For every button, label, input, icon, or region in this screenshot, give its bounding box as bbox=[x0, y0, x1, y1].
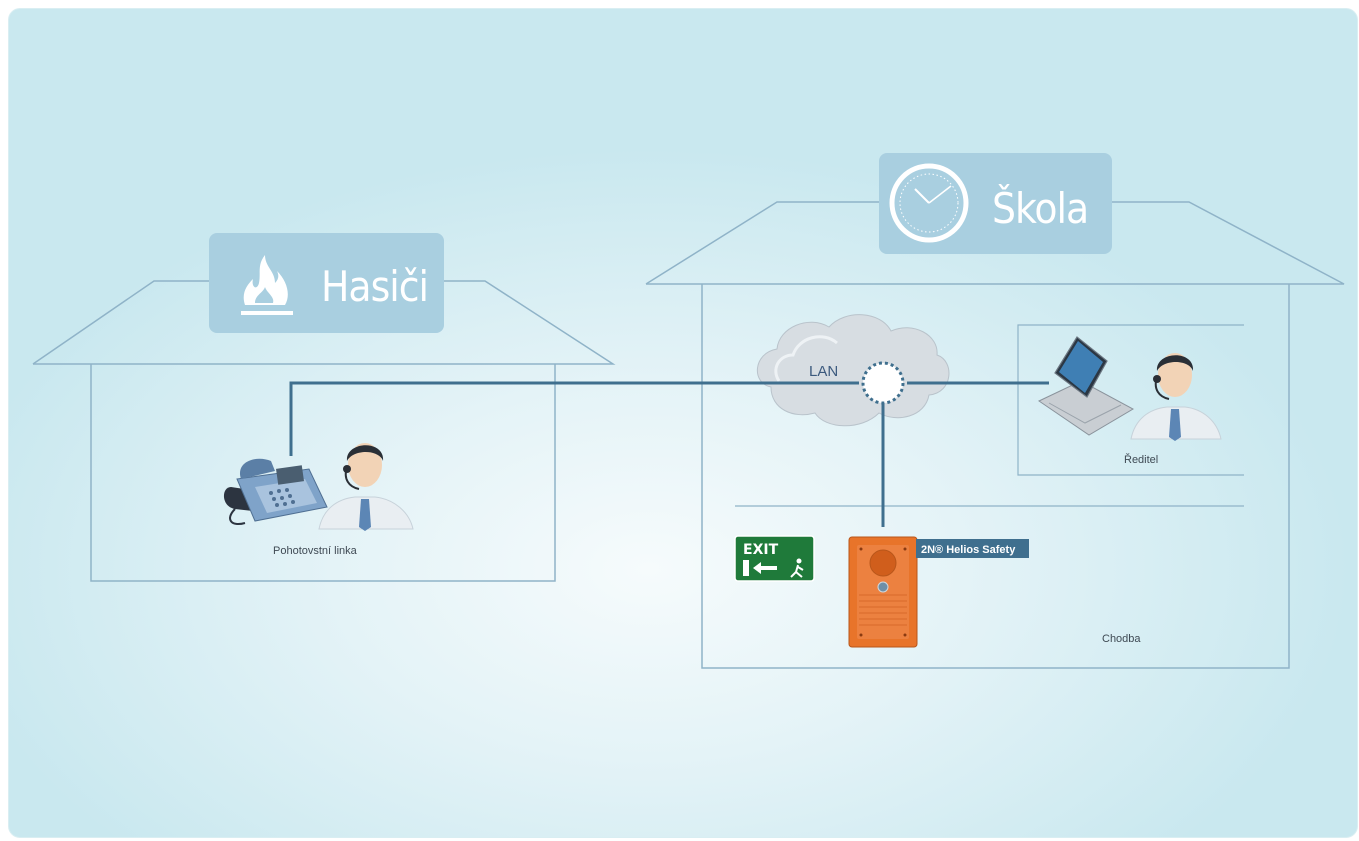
fire-station-title: Hasiči bbox=[321, 262, 428, 311]
lan-cloud: LAN bbox=[756, 314, 950, 427]
desk-phone-icon bbox=[223, 458, 328, 525]
corridor-label: Chodba bbox=[1102, 633, 1141, 645]
clock-icon bbox=[889, 163, 969, 243]
diagram-canvas: Hasiči Škola LAN bbox=[8, 8, 1358, 838]
wire-fire-station-to-lan bbox=[289, 381, 859, 456]
running-person-icon bbox=[790, 558, 804, 578]
fire-station-building bbox=[32, 280, 616, 582]
lan-switch-icon bbox=[861, 361, 905, 405]
director-label: Ředitel bbox=[1124, 453, 1158, 466]
network-diagram: Hasiči Škola LAN bbox=[32, 153, 1345, 669]
emergency-line-label: Pohotovstní linka bbox=[273, 545, 358, 557]
school-title: Škola bbox=[992, 183, 1088, 233]
helios-safety-label: 2N® Helios Safety bbox=[921, 544, 1016, 556]
lan-label: LAN bbox=[809, 363, 838, 380]
fire-station-title-box: Hasiči bbox=[209, 233, 444, 333]
exit-sign: EXIT bbox=[734, 535, 815, 582]
flame-icon bbox=[241, 255, 293, 315]
director-avatar bbox=[1130, 353, 1222, 441]
helios-safety-intercom bbox=[848, 536, 918, 648]
laptop-icon bbox=[1037, 336, 1135, 436]
helios-label-badge: 2N® Helios Safety bbox=[916, 539, 1029, 558]
operator-avatar bbox=[318, 443, 414, 531]
school-building bbox=[645, 201, 1345, 669]
network-wires bbox=[289, 381, 1049, 527]
school-title-box: Škola bbox=[879, 153, 1112, 254]
exit-sign-label: EXIT bbox=[743, 542, 779, 558]
